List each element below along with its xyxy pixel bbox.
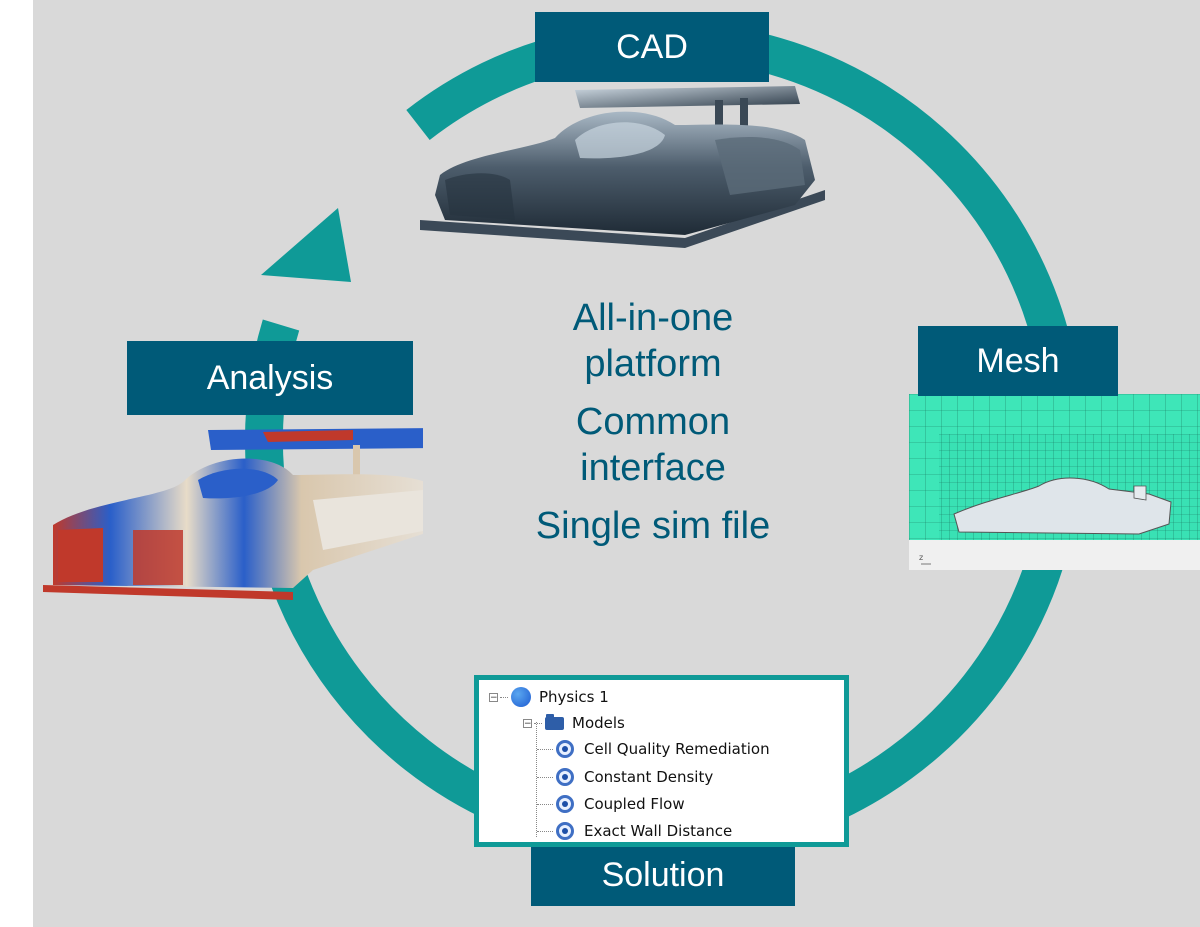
collapse-toggle-icon[interactable]: − [523,718,532,729]
center-line-platform: platform [584,343,722,385]
tree-label-model: Constant Density [584,768,714,786]
tree-label-model: Exact Wall Distance [584,822,733,840]
tree-connector [537,830,553,832]
model-icon [556,795,574,813]
model-icon [556,822,574,840]
stage-mesh-label: Mesh [918,326,1118,396]
tree-row-model[interactable]: Constant Density [537,766,713,788]
tree-row-model[interactable]: Exact Wall Distance [537,820,732,842]
tree-label-model: Cell Quality Remediation [584,740,770,758]
stage-solution-label: Solution [531,844,795,906]
folder-icon [545,713,564,730]
stage-cad-label: CAD [535,12,769,82]
physics-globe-icon [511,687,531,707]
center-line-interface: interface [580,447,726,489]
tree-row-model[interactable]: Coupled Flow [537,793,685,815]
center-line-all-in-one: All-in-one [572,297,734,339]
tree-row-models[interactable]: − Models [523,712,625,734]
collapse-toggle-icon[interactable]: − [489,692,498,703]
mesh-image: z [909,394,1200,570]
tree-label-physics: Physics 1 [539,688,609,706]
tree-connector [537,748,553,750]
analysis-car-image [43,428,423,600]
physics-tree-panel: − Physics 1 − Models Cell Quality Remedi… [474,675,849,847]
center-line-single-sim-file: Single sim file [535,505,771,547]
tree-connector [537,803,553,805]
stage-analysis-label: Analysis [127,341,413,415]
model-icon [556,768,574,786]
tree-connector [500,696,508,698]
ring-arrowhead [261,208,351,282]
tree-row-physics[interactable]: − Physics 1 [489,686,609,708]
center-text-block: All-in-one platform Common interface Sin… [478,295,828,549]
svg-text:z: z [919,553,923,562]
model-icon [556,740,574,758]
tree-label-models: Models [572,714,625,732]
tree-connector [537,776,553,778]
center-line-common: Common [575,401,731,443]
tree-label-model: Coupled Flow [584,795,685,813]
cad-car-image [420,86,825,248]
tree-connector [534,722,542,724]
tree-row-model[interactable]: Cell Quality Remediation [537,738,770,760]
